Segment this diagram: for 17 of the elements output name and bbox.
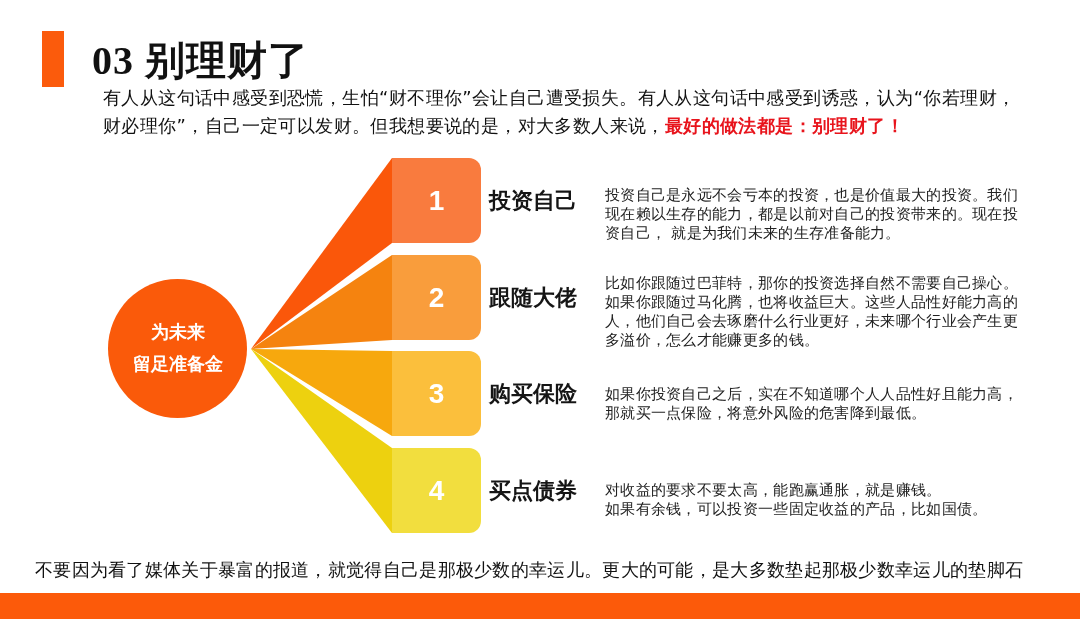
number-tile: 2 (392, 255, 481, 340)
description-text: 如果你投资自己之后，实在不知道哪个人人品性好且能力高，那就买一点保险，将意外风险的危害降到最低。 (605, 385, 1020, 423)
description-text: 比如你跟随过巴菲特，那你的投资选择自然不需要自己操心。如果你跟随过马化腾，也将收益巨大。这些人品性好能力高的人，他们自己会去琢磨什么行业更好，未来哪个行业会产生更多溢价，怎么才能赚更多的钱。 (605, 274, 1020, 350)
intro-paragraph: 有人从这句话中感受到恐慌，生怕“财不理你”会让自己遭受损失。有人从这句话中感受到诱惑，认为“你若理财，财必理你”，自己一定可以发财。但我想要说的是，对大多数人来说，最好的做法都是：别理财了！ (103, 86, 1017, 138)
description-text: 如果有余钱，可以投资一些固定收益的产品，比如国债。 (605, 500, 989, 519)
step-heading: 投资自己 (489, 186, 577, 215)
closing-note: 不要因为看了媒体关于暴富的报道，就觉得自己是那极少数的幸运儿。更大的可能，是大多数垫起那极少数幸运儿的垫脚石 (35, 558, 1025, 582)
description-text: 投资自己是永远不会亏本的投资，也是价值最大的投资。我们现在赖以生存的能力，都是以前对自己的投资带来的。现在投资自己， 就是为我们未来的生存准备能力。 (605, 186, 1020, 243)
description-text: 对收益的要求不要太高，能跑赢通胀，就是赚钱。 (605, 481, 943, 500)
number-tile: 4 (392, 448, 481, 533)
number-tile: 1 (392, 158, 481, 243)
step-heading: 买点债券 (489, 476, 577, 505)
step-heading: 购买保险 (489, 379, 577, 408)
step-heading: 跟随大佬 (489, 283, 577, 312)
slide-title: 03 别理财了 (92, 37, 309, 85)
goal-circle: 为未来留足准备金 (108, 279, 247, 418)
number-tile: 3 (392, 351, 481, 436)
